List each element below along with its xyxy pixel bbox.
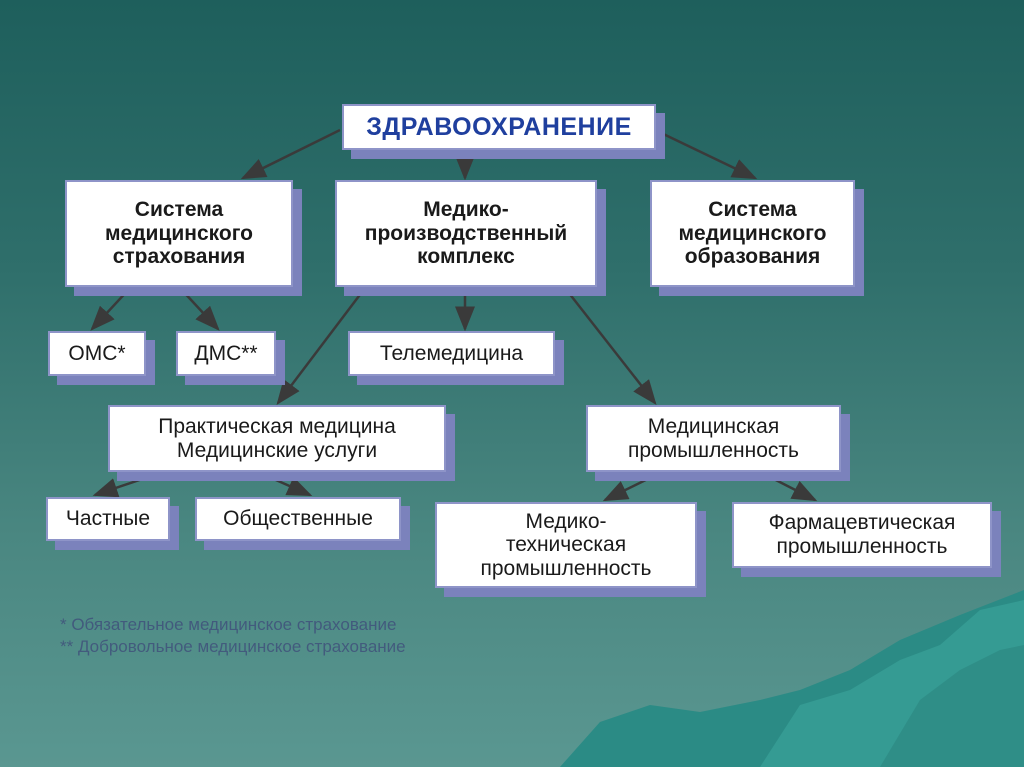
footnote-dms: ** Добровольное медицинское страхование	[60, 637, 406, 657]
node-medical-technical-industry: Медико- техническая промышленность	[435, 502, 697, 588]
node-oms: ОМС*	[48, 331, 146, 376]
connector-title-education	[654, 128, 758, 180]
connector-insurance-oms	[90, 287, 131, 331]
node-practical-medicine: Практическая медицина Медицинские услуги	[108, 405, 446, 472]
node-dms: ДМС**	[176, 331, 276, 376]
node-medical-production-complex: Медико- производственный комплекс	[335, 180, 597, 287]
connector-title-insurance	[240, 128, 341, 180]
node-private: Частные	[46, 497, 170, 541]
footnotes: * Обязательное медицинское страхование *…	[60, 614, 406, 658]
node-medical-industry: Медицинская промышленность	[586, 405, 841, 472]
node-insurance-system: Система медицинского страхования	[65, 180, 293, 287]
footnote-oms: * Обязательное медицинское страхование	[60, 615, 397, 634]
connector-practice-public	[259, 471, 313, 497]
connector-complex-industry	[564, 287, 657, 405]
node-pharmaceutical-industry: Фармацевтическая промышленность	[732, 502, 992, 568]
connector-practice-private	[92, 471, 161, 498]
node-education-system: Система медицинского образования	[650, 180, 855, 287]
node-telemedicine: Телемедицина	[348, 331, 555, 376]
connector-industry-pharma	[761, 471, 818, 502]
root-node-healthcare: ЗДРАВООХРАНЕНИЕ	[342, 104, 656, 150]
connector-complex-practice	[276, 287, 366, 405]
node-public: Общественные	[195, 497, 401, 541]
connector-insurance-dms	[179, 287, 220, 331]
connector-industry-technical	[602, 471, 661, 502]
